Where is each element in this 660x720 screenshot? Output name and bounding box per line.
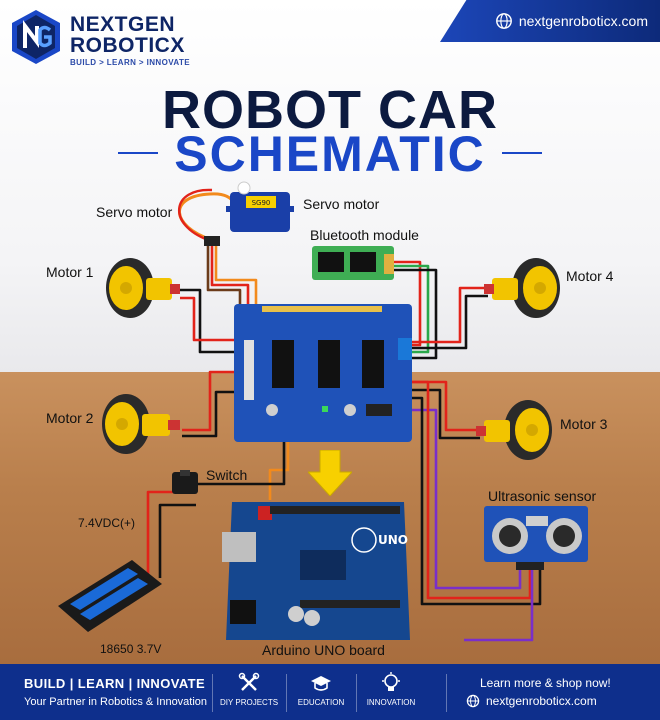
label-ultrasonic: Ultrasonic sensor <box>488 488 597 504</box>
motor4-wheel <box>484 258 560 318</box>
footer-item-label: EDUCATION <box>297 698 345 707</box>
motor-driver-shield <box>234 304 412 442</box>
footer-item-diy[interactable]: DIY PROJECTS <box>214 672 284 707</box>
label-motor1: Motor 1 <box>46 264 94 280</box>
title-decor-left <box>118 152 158 154</box>
title-line1: ROBOT CAR <box>162 80 498 140</box>
wire-motor1-red <box>180 296 238 342</box>
label-arduino: Arduino UNO board <box>262 642 385 658</box>
servo-sticker: SG90 <box>252 199 271 207</box>
footer-item-label: INNOVATION <box>366 698 416 707</box>
wire-bt-red <box>392 260 422 347</box>
wire-us-purple <box>400 408 522 590</box>
ultrasonic-sensor <box>484 506 588 570</box>
footer-divider <box>356 674 357 712</box>
wire-battery-black <box>158 503 196 578</box>
label-switch: Switch <box>206 467 248 483</box>
wire-motor4-red <box>410 286 488 344</box>
footer-divider <box>286 674 287 712</box>
label-battery: 18650 3.7V <box>100 642 162 656</box>
wire-motor2-black <box>182 390 238 438</box>
label-servo-right: Servo motor <box>303 196 380 212</box>
footer-bar: BUILD | LEARN | INNOVATE Your Partner in… <box>0 664 660 720</box>
wire-us-black <box>410 396 542 606</box>
uno-text: UNO <box>378 533 408 547</box>
wire-motor3-black <box>410 388 480 440</box>
title-line2: SCHEMATIC <box>174 126 486 182</box>
wire-switch-black <box>196 440 286 486</box>
footer-website-link[interactable]: nextgenroboticx.com <box>466 694 597 708</box>
footer-divider <box>212 674 213 712</box>
footer-item-education[interactable]: EDUCATION <box>286 672 356 707</box>
label-servo-left: Servo motor <box>96 204 173 220</box>
motor3-wheel <box>476 400 552 460</box>
header-website-link[interactable]: nextgenroboticx.com <box>495 12 648 30</box>
brand-tagline: BUILD > LEARN > INNOVATE <box>70 58 190 67</box>
wire-us-red <box>410 380 532 600</box>
wire-us-purple-2 <box>464 568 534 642</box>
header-website-text: nextgenroboticx.com <box>518 13 648 29</box>
footer-divider <box>446 674 447 712</box>
label-motor3: Motor 3 <box>560 416 608 432</box>
bluetooth-module <box>312 246 394 280</box>
wire-motor4-black <box>410 294 488 350</box>
wire-servo-orange <box>214 240 258 310</box>
brand-block[interactable]: NEXTGEN ROBOTICX BUILD > LEARN > INNOVAT… <box>10 8 270 68</box>
servo-motor: SG90 <box>178 181 294 246</box>
label-voltage: 7.4VDC(+) <box>78 516 136 530</box>
motor1-wheel <box>106 258 180 318</box>
power-switch <box>172 470 198 494</box>
tools-icon <box>238 672 260 691</box>
brand-name-line2: ROBOTICX <box>70 34 185 57</box>
wire-motor2-red <box>182 370 238 432</box>
footer-item-innovation[interactable]: INNOVATION <box>356 672 426 707</box>
ng-hexagon-logo-icon <box>12 10 60 64</box>
arrow-down-icon <box>308 450 352 496</box>
footer-subtitle: Your Partner in Robotics & Innovation <box>24 696 208 708</box>
label-motor2: Motor 2 <box>46 410 94 426</box>
motor2-wheel <box>102 394 180 454</box>
wire-battery-red <box>146 490 174 578</box>
lightbulb-icon <box>382 672 400 691</box>
arduino-uno-board: UNO <box>222 502 410 640</box>
graduation-cap-icon <box>311 676 331 691</box>
battery-holder <box>58 560 162 632</box>
globe-icon <box>495 13 512 29</box>
footer-website-text: nextgenroboticx.com <box>486 694 597 708</box>
brand-name-line1: NEXTGEN <box>70 13 176 36</box>
wire-servo-brown <box>206 240 242 310</box>
footer-links[interactable]: BUILD | LEARN | INNOVATE <box>24 676 206 691</box>
header-website-banner[interactable] <box>440 0 660 42</box>
footer-cta[interactable]: Learn more & shop now! <box>480 676 611 690</box>
wire-bt-black <box>392 268 438 360</box>
wire-motor1-black <box>180 288 238 354</box>
globe-icon <box>466 694 480 708</box>
wire-servo-red <box>210 240 250 310</box>
wire-bt-green <box>392 264 430 354</box>
title-decor-right <box>502 152 542 154</box>
footer-item-label: DIY PROJECTS <box>219 698 279 707</box>
label-bluetooth: Bluetooth module <box>310 227 419 243</box>
label-motor4: Motor 4 <box>566 268 614 284</box>
